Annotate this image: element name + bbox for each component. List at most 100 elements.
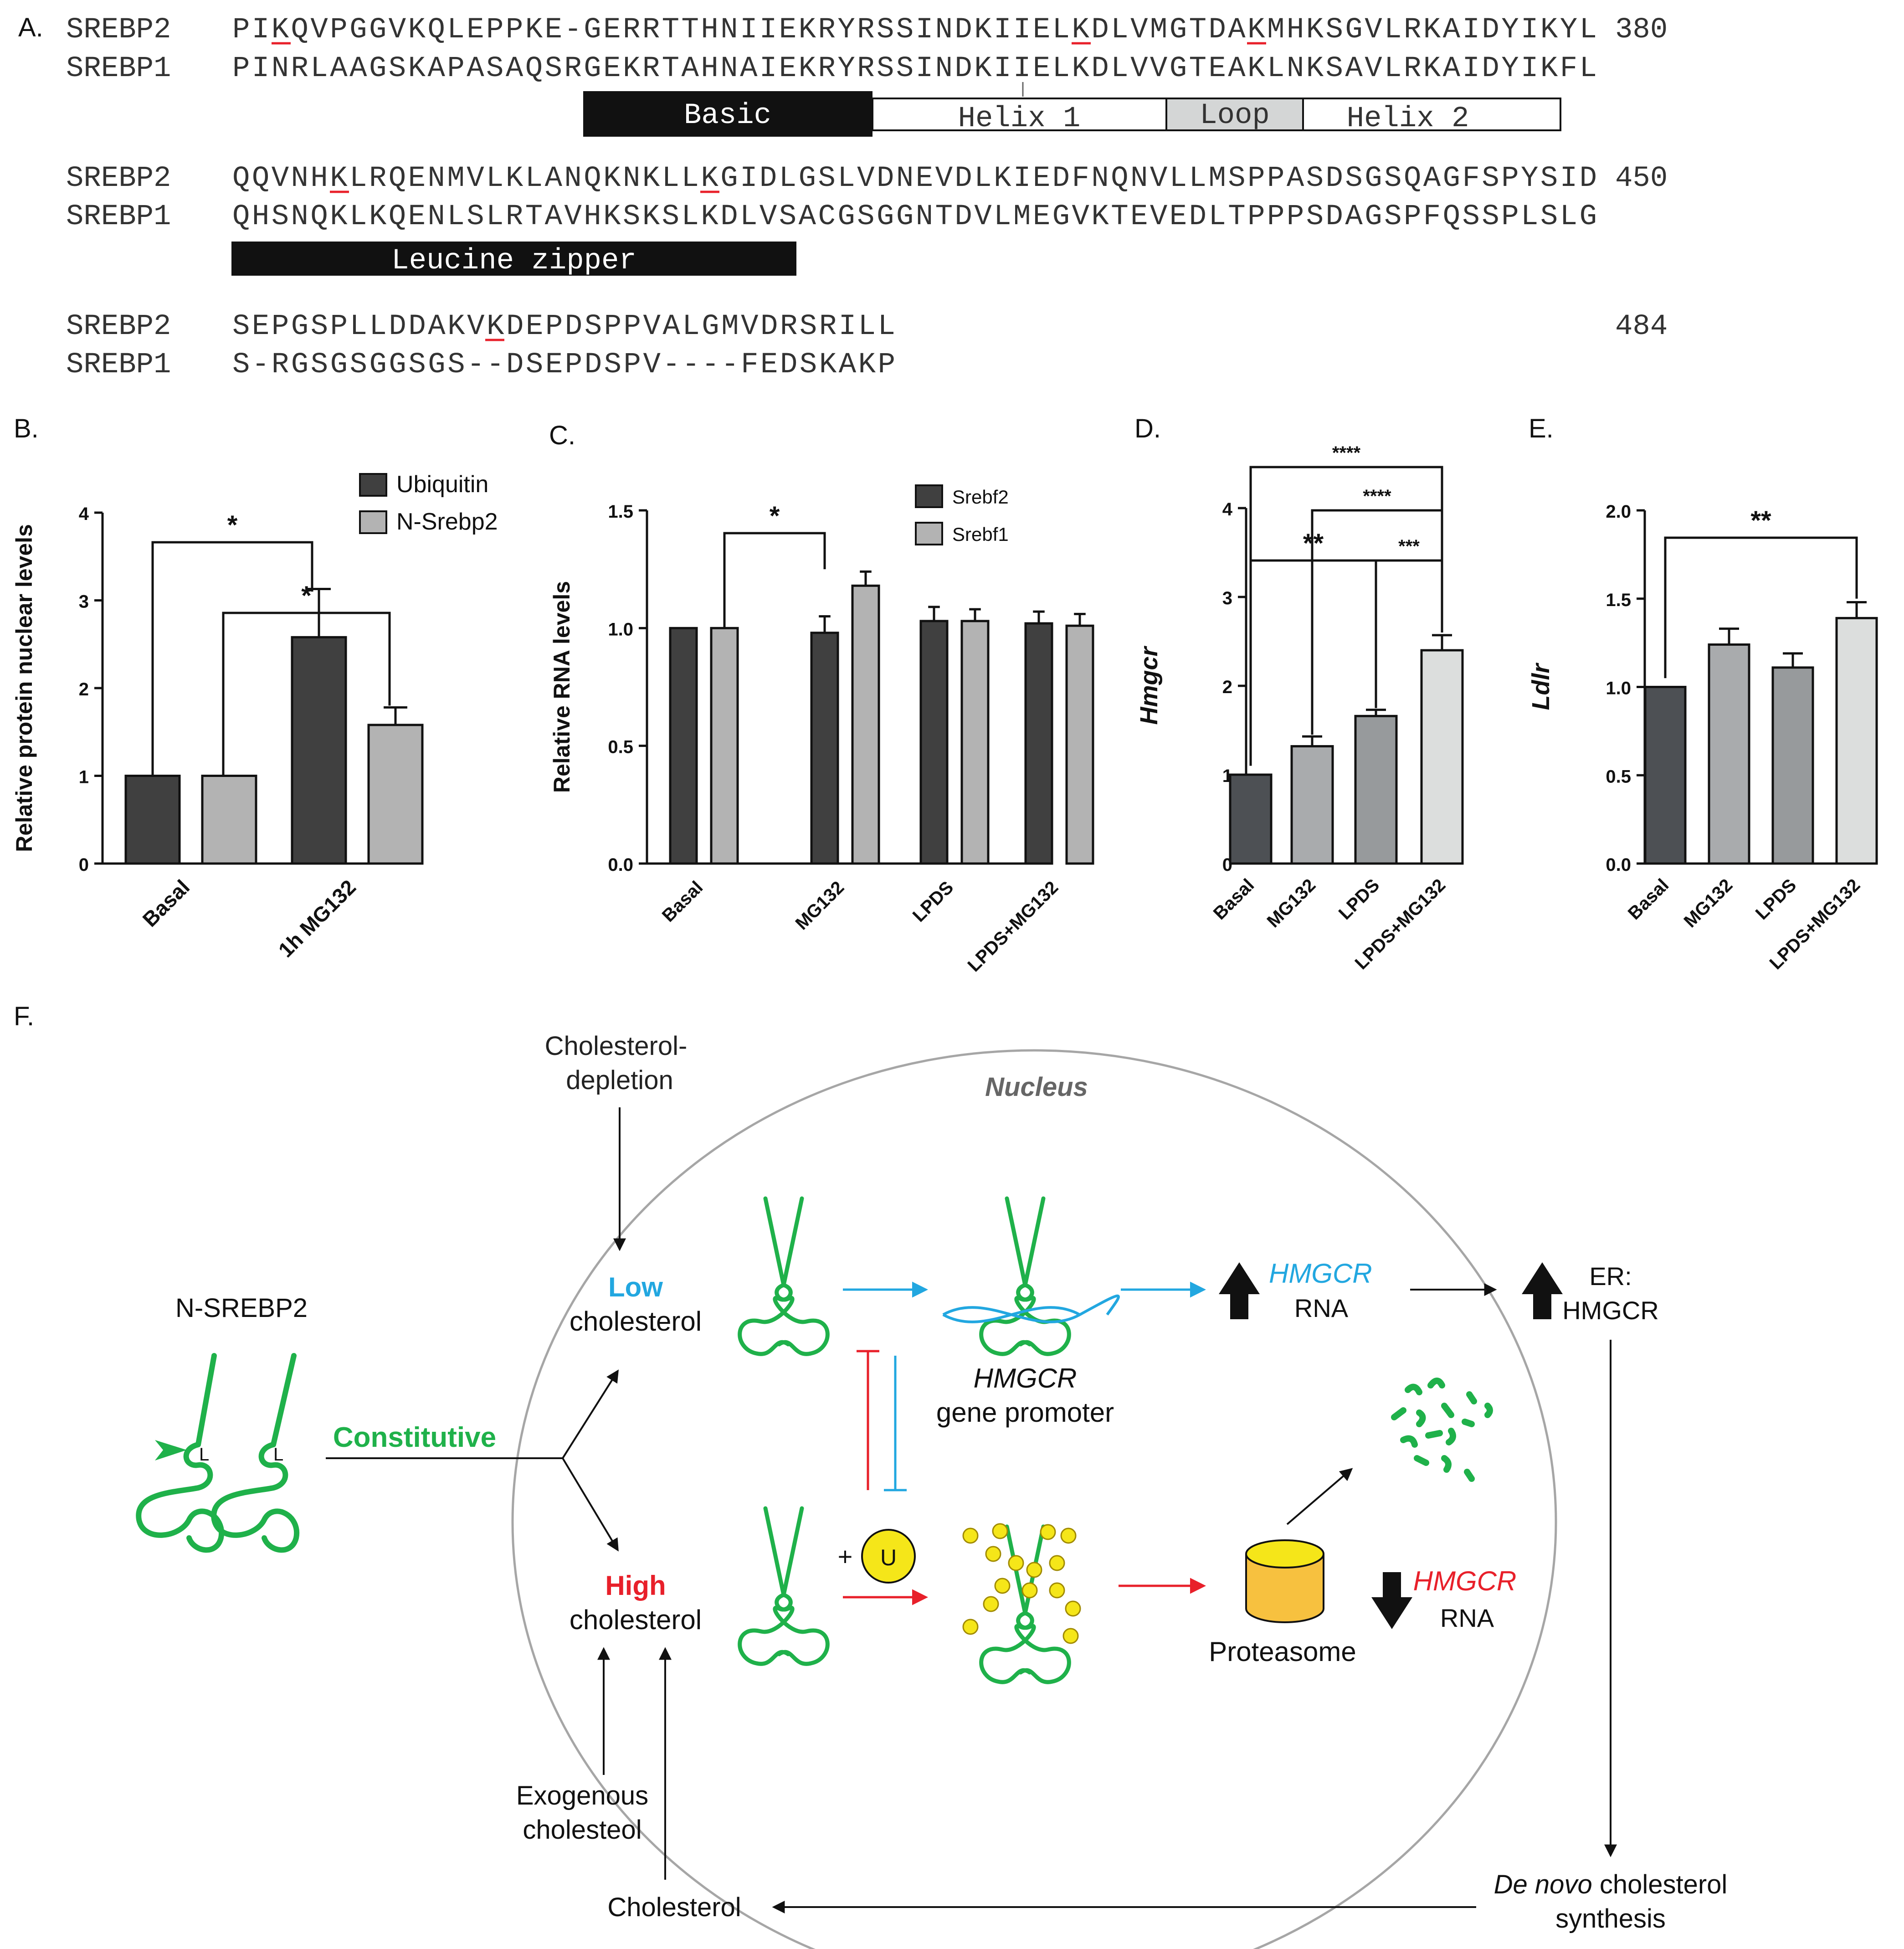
y-tick-label: 2 <box>79 679 89 699</box>
legend-swatch <box>915 522 943 545</box>
seq-name: SREBP2 <box>66 14 171 46</box>
rna-down-label: RNA <box>1440 1604 1494 1632</box>
seq-name: SREBP1 <box>66 201 171 233</box>
seq-row: QQVNHKLRQENMVLKLANQKNKLLKGIDLGSLVDNEVDLK… <box>232 162 1597 195</box>
y-tick-label: 1.5 <box>1606 590 1631 610</box>
dna-helix-icon <box>942 1294 1120 1323</box>
y-tick-label: 0.0 <box>608 855 633 875</box>
cholesterol-depletion-line2: depletion <box>566 1065 673 1095</box>
plus-label: + <box>838 1542 853 1571</box>
seq-row: PINRLAAGSKAPASAQSRGEKRTAHNAIEKRYRSSINDKI… <box>232 52 1597 85</box>
legend-swatch <box>359 473 387 497</box>
significance-marker: * <box>770 501 780 531</box>
panel-label-c: C. <box>549 421 575 450</box>
significance-marker: **** <box>1363 486 1391 506</box>
n-srebp2-dimer-icon <box>136 1353 300 1553</box>
y-tick-label: 0 <box>79 855 89 875</box>
legend-label: N-Srebp2 <box>396 509 498 535</box>
cholesterol-depletion-label: Cholesterol- depletion <box>545 1031 695 1095</box>
y-tick-label: 4 <box>79 504 89 524</box>
n-srebp2-label: N-SREBP2 <box>175 1293 308 1323</box>
bar <box>1065 624 1094 865</box>
significance-marker: ** <box>1750 506 1771 535</box>
y-tick-label: 4 <box>1222 499 1233 519</box>
domain-basic-box <box>583 91 872 137</box>
significance-bracket <box>222 612 391 776</box>
significance-bracket <box>723 532 826 628</box>
de-novo-label: De novo cholesterol <box>1494 1870 1728 1899</box>
seq-row: S-RGSGSGGSGS--DSEPDSPV----FEDSKAKP <box>232 349 895 381</box>
x-tick-label: Basal <box>658 877 707 926</box>
y-tick-label: 2.0 <box>1606 502 1631 522</box>
de-novo-italic: De novo <box>1494 1870 1592 1899</box>
domain-leucine-zipper-box <box>231 242 796 276</box>
x-tick-label: Basal <box>1624 875 1673 924</box>
significance-marker: *** <box>1398 536 1420 556</box>
panel-label-f: F. <box>14 1002 34 1031</box>
y-tick-label: 1.0 <box>1606 679 1631 699</box>
x-tick-label: LPDS <box>1335 875 1384 924</box>
x-tick-label: LPDS+MG132 <box>964 877 1062 976</box>
y-tick-label: 2 <box>1222 677 1232 697</box>
significance-bracket <box>1249 466 1443 766</box>
bar <box>1420 649 1464 865</box>
domain-basic-label: Basic <box>684 99 771 132</box>
bar <box>960 620 990 865</box>
legend-label: Srebf1 <box>952 524 1009 545</box>
bar <box>919 620 949 865</box>
domain-helix2-box <box>1302 98 1561 131</box>
srebp2-dimer-icon <box>738 1196 830 1356</box>
bar <box>1024 622 1053 865</box>
y-tick-label: 1 <box>79 767 89 787</box>
seq-end-number: 450 <box>1615 162 1668 195</box>
bar <box>669 627 698 865</box>
seq-row: QHSNQKLKQENLSLRTAVHKSKSLKDLVSACGSGGNTDVL… <box>232 201 1597 233</box>
er-hmgcr-label: HMGCR <box>1562 1296 1659 1325</box>
y-axis-label: Hmgcr <box>1135 645 1163 725</box>
y-tick-label: 1.0 <box>608 619 633 639</box>
y-tick-label: 1.5 <box>608 502 633 522</box>
domain-loop-label: Loop <box>1200 99 1270 132</box>
cholesteol-label: cholesteol <box>523 1815 642 1845</box>
y-tick-label: 0.5 <box>1606 766 1631 787</box>
y-axis-label: Ldlr <box>1527 663 1555 710</box>
bar <box>124 775 181 865</box>
panel-label-d: D. <box>1134 414 1161 443</box>
bar <box>1354 715 1398 865</box>
x-tick-label: 1h MG132 <box>274 875 360 962</box>
domain-helix1-box <box>872 98 1167 131</box>
domain-helix1-label: Helix 1 <box>958 103 1081 135</box>
y-axis-label: Relative RNA levels <box>549 581 575 793</box>
branch-arrow-up <box>562 1369 619 1459</box>
gene-promoter-label: gene promoter <box>936 1397 1114 1428</box>
promoter-bound-dimer-icon <box>979 1196 1071 1356</box>
bar <box>1835 617 1878 865</box>
leucine-marker: L <box>199 1445 209 1465</box>
bar <box>1229 773 1273 865</box>
nucleus-outline <box>511 1049 1557 1949</box>
hmgcr-up-label: HMGCR <box>1269 1258 1372 1289</box>
significance-marker: ** <box>1303 529 1324 558</box>
bar <box>710 627 739 865</box>
significance-bracket <box>1375 559 1443 708</box>
mechanism-diagram: Nucleus Cholesterol- depletion N-SREBP2 … <box>136 1031 1728 1949</box>
leucine-marker: L <box>273 1445 283 1465</box>
significance-bracket <box>1664 536 1858 679</box>
rna-up-label: RNA <box>1294 1294 1349 1322</box>
significance-marker: * <box>301 581 312 611</box>
seq-end-number: 380 <box>1615 14 1668 46</box>
domain-loop-box <box>1165 98 1304 131</box>
seq-name: SREBP2 <box>66 310 171 343</box>
degraded-fragments-icon <box>1391 1378 1493 1482</box>
exogenous-label: Exogenous <box>516 1781 648 1810</box>
ubiquitin-label: U <box>880 1545 897 1570</box>
legend-swatch <box>915 484 943 508</box>
low-cholesterol-label: cholesterol <box>570 1306 702 1337</box>
x-tick-label: Basal <box>138 875 195 931</box>
bar <box>201 775 257 865</box>
bar <box>1290 745 1334 865</box>
